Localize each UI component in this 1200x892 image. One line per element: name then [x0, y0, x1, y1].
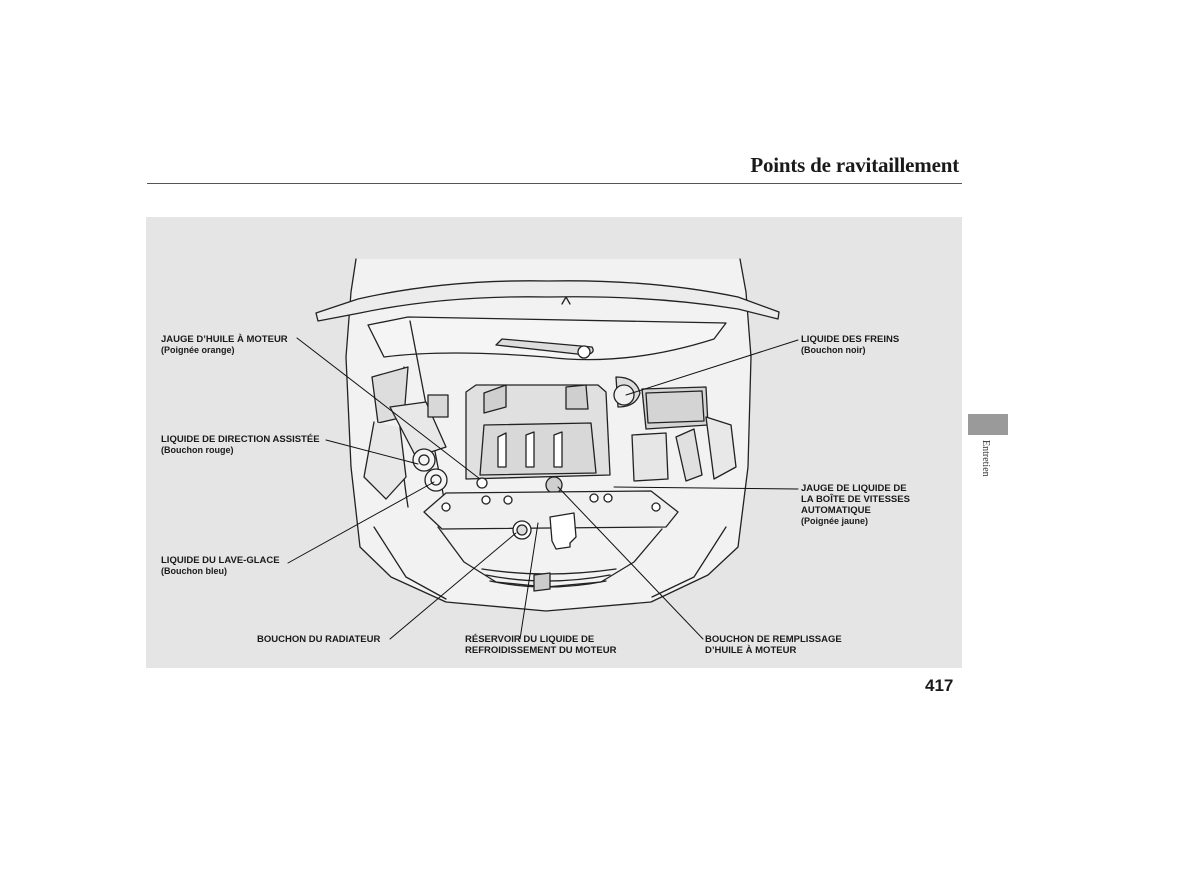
callout-coolant-reservoir: RÉSERVOIR DU LIQUIDE DE REFROIDISSEMENT …: [465, 634, 616, 656]
callout-washer-fluid: LIQUIDE DU LAVE-GLACE (Bouchon bleu): [161, 555, 280, 577]
callout-washer-fluid-name: LIQUIDE DU LAVE-GLACE: [161, 555, 280, 566]
callout-engine-oil-dipstick: JAUGE D’HUILE À MOTEUR (Poignée orange): [161, 334, 288, 356]
callout-brake-fluid-name: LIQUIDE DES FREINS: [801, 334, 900, 345]
callout-engine-oil-dipstick-name: JAUGE D’HUILE À MOTEUR: [161, 334, 288, 345]
engine-bay-illustration: [287, 258, 799, 640]
callout-coolant-reservoir-line2: REFROIDISSEMENT DU MOTEUR: [465, 645, 617, 656]
callout-atf-dipstick-note: (Poignée jaune): [801, 516, 869, 526]
callout-radiator-cap-name: BOUCHON DU RADIATEUR: [257, 634, 381, 645]
callout-coolant-reservoir-line1: RÉSERVOIR DU LIQUIDE DE: [465, 634, 595, 645]
callout-atf-dipstick: JAUGE DE LIQUIDE DE LA BOÎTE DE VITESSES…: [801, 483, 910, 527]
callout-oil-filler-cap: BOUCHON DE REMPLISSAGE D’HUILE À MOTEUR: [705, 634, 842, 656]
callout-atf-dipstick-line3: AUTOMATIQUE: [801, 505, 871, 516]
callout-washer-fluid-note: (Bouchon bleu): [161, 566, 227, 576]
callout-oil-filler-cap-line1: BOUCHON DE REMPLISSAGE: [705, 634, 842, 645]
callout-brake-fluid: LIQUIDE DES FREINS (Bouchon noir): [801, 334, 899, 356]
callout-radiator-cap: BOUCHON DU RADIATEUR: [257, 634, 380, 645]
callout-oil-filler-cap-line2: D’HUILE À MOTEUR: [705, 645, 797, 656]
callout-power-steering-note: (Bouchon rouge): [161, 445, 234, 455]
callout-engine-oil-dipstick-note: (Poignée orange): [161, 345, 235, 355]
callout-brake-fluid-note: (Bouchon noir): [801, 345, 866, 355]
callout-power-steering-name: LIQUIDE DE DIRECTION ASSISTÉE: [161, 434, 320, 445]
page-number: 417: [925, 676, 954, 695]
section-label: Entretien: [980, 440, 991, 477]
engine-bay-figure: JAUGE D’HUILE À MOTEUR (Poignée orange) …: [146, 217, 962, 668]
callout-power-steering: LIQUIDE DE DIRECTION ASSISTÉE (Bouchon r…: [161, 434, 320, 456]
page-title: Points de ravitaillement: [750, 153, 959, 177]
section-tab-marker: [968, 414, 1008, 435]
callout-atf-dipstick-line2: LA BOÎTE DE VITESSES: [801, 494, 910, 505]
header-rule: [147, 183, 962, 184]
callout-atf-dipstick-line1: JAUGE DE LIQUIDE DE: [801, 483, 907, 494]
